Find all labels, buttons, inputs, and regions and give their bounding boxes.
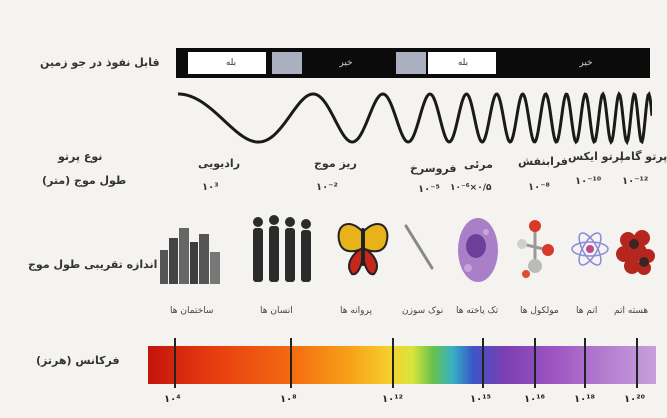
object-name: انسان ها — [260, 306, 293, 316]
wave-graphic — [178, 91, 652, 146]
radiation-wavelength: ۱۰⁻⁵ — [418, 184, 440, 195]
frequency-tick — [636, 338, 638, 388]
radiation-wavelength: ۱۰⁻¹² — [622, 176, 649, 187]
penetration-segment — [188, 52, 266, 74]
frequency-tick — [392, 338, 394, 388]
buildings-icon — [160, 228, 220, 284]
radiation-type-label: نوع پرتو — [58, 150, 103, 163]
atom-icon — [571, 232, 609, 266]
frequency-label: فرکانس (هرتز) — [36, 354, 120, 367]
frequency-mark: ۱۰¹² — [382, 394, 403, 405]
people-icon — [253, 215, 311, 282]
penetration-segment — [396, 52, 426, 74]
frequency-mark: ۱۰¹⁸ — [574, 394, 595, 405]
penetration-bar: بله خیر بله خیر — [176, 48, 650, 78]
cell-icon — [458, 218, 498, 282]
frequency-tick — [290, 338, 292, 388]
penetration-yes-label: بله — [225, 58, 237, 68]
radiation-name: فرابنفش — [518, 155, 568, 168]
radiation-wavelength: ۱۰⁻¹⁰ — [575, 176, 602, 187]
penetration-yes-label: بله — [457, 58, 469, 68]
radiation-wavelength: ۱۰⁻⁸ — [528, 182, 550, 193]
radiation-name: ریز موج — [314, 157, 357, 170]
object-name: نوک سوزن — [402, 306, 444, 316]
object-name: ساختمان ها — [170, 306, 214, 316]
frequency-mark: ۱۰¹⁵ — [470, 394, 491, 405]
frequency-tick — [482, 338, 484, 388]
radiation-wavelength: ۱۰³ — [202, 182, 219, 193]
radiation-name: پرتو ایکس — [568, 150, 624, 163]
frequency-tick — [534, 338, 536, 388]
radiation-wavelength: ۱۰⁻⁶×۰/۵ — [450, 183, 492, 193]
radiation-wavelength: ۱۰⁻² — [316, 182, 338, 193]
frequency-tick — [584, 338, 586, 388]
penetration-no-label: خیر — [579, 58, 593, 68]
penetration-segment — [272, 52, 302, 74]
frequency-mark: ۱۰⁴ — [164, 394, 181, 405]
penetration-label: قابل نفوذ در جو زمین — [40, 56, 160, 69]
frequency-spectrum-bar — [148, 346, 656, 384]
radiation-name: مرئی — [464, 158, 493, 171]
radiation-name: پرتو گاما — [620, 150, 667, 163]
frequency-mark: ۱۰²⁰ — [624, 394, 645, 405]
frequency-tick — [174, 338, 176, 388]
object-name: هسته اتم — [614, 306, 649, 316]
size-scale-label: اندازه تقریبی طول موج — [28, 258, 158, 271]
wavelength-label: طول موج (متر) — [42, 174, 127, 187]
object-name: مولکول ها — [520, 306, 559, 316]
radiation-name: فروسرخ — [410, 162, 457, 175]
butterfly-icon — [337, 223, 389, 276]
object-name: پروانه ها — [340, 306, 372, 316]
object-name: اتم ها — [576, 306, 598, 316]
frequency-mark: ۱۰⁸ — [280, 394, 297, 405]
molecule-icon — [517, 220, 554, 278]
penetration-no-label: خیر — [339, 58, 353, 68]
needle-icon — [404, 224, 434, 270]
radiation-name: رادیویی — [198, 157, 241, 170]
frequency-mark: ۱۰¹⁶ — [524, 394, 545, 405]
nucleus-icon — [616, 230, 655, 275]
object-name: تک یاخته ها — [456, 306, 499, 316]
penetration-segment — [428, 52, 496, 74]
